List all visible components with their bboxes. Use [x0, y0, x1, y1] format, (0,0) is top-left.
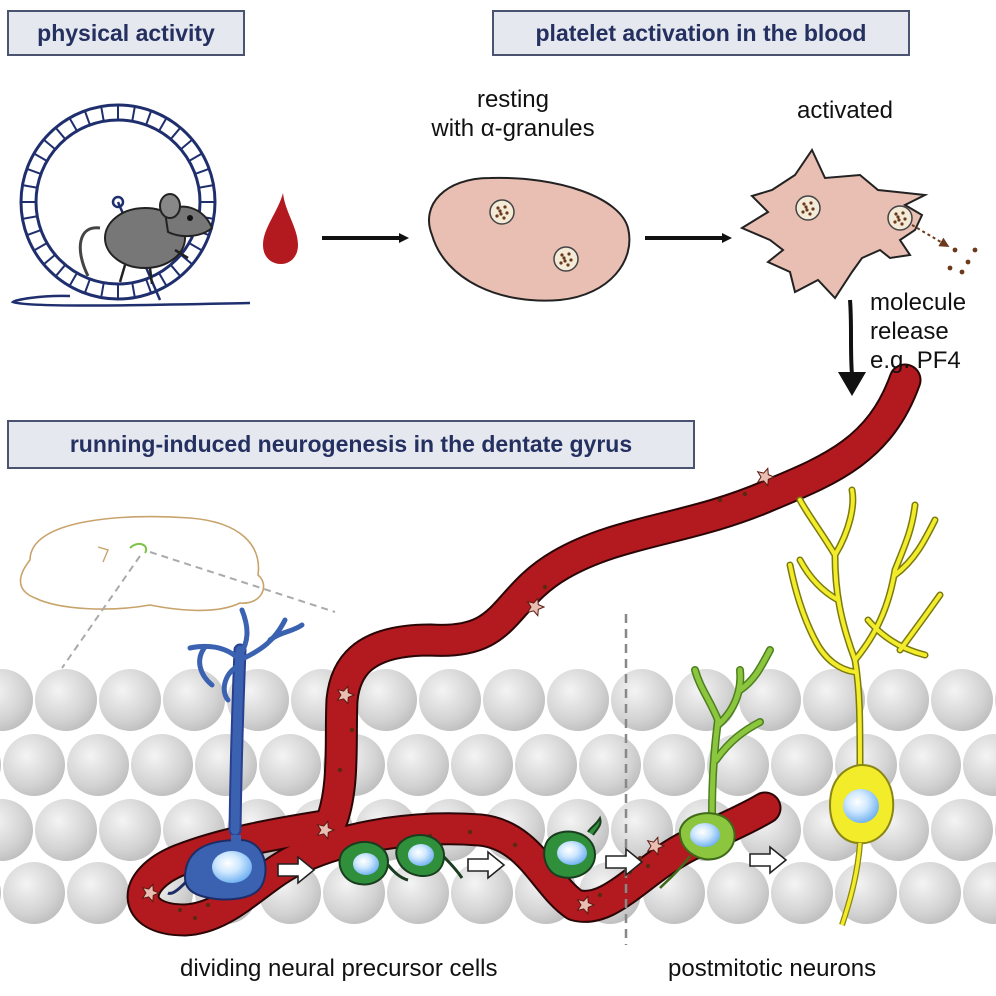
running-wheel-icon: [10, 103, 251, 307]
resting-platelet-icon: [428, 176, 631, 302]
molecule-release-label: molecule release e.g. PF4: [870, 289, 966, 375]
platelet-activation-header: platelet activation in the blood: [492, 10, 910, 56]
stage-arrow: [277, 855, 316, 885]
granule-cell: [3, 734, 65, 796]
granule-cell: [131, 734, 193, 796]
granule-cell: [419, 669, 481, 731]
granule-cell: [931, 799, 993, 861]
release-line3: e.g. PF4: [870, 346, 961, 374]
platelet-activation-header-text: platelet activation in the blood: [535, 19, 867, 46]
granule-cell: [899, 862, 961, 924]
granule-cell: [67, 734, 129, 796]
blood-drop-icon: [263, 193, 298, 264]
activated-platelet-icon: [739, 147, 978, 300]
granule-cell: [451, 862, 513, 924]
precursor-cell-icon: [338, 815, 602, 886]
resting-platelet-label: resting with α-granules: [408, 86, 618, 144]
granule-cell: [547, 669, 609, 731]
granule-cell: [0, 669, 33, 731]
granule-cell: [963, 862, 996, 924]
granule-cell: [867, 669, 929, 731]
stage-arrow: [467, 850, 506, 880]
activated-platelet-label: activated: [796, 97, 894, 124]
granule-cell: [355, 669, 417, 731]
neurogenesis-header: running-induced neurogenesis in the dent…: [7, 420, 695, 469]
granule-cell: [99, 669, 161, 731]
granule-cell: [835, 862, 897, 924]
granule-cell: [611, 669, 673, 731]
granule-cell: [67, 862, 129, 924]
physical-activity-header-text: physical activity: [37, 19, 215, 46]
resting-label-line2: with α-granules: [431, 114, 595, 142]
granule-cell: [0, 799, 33, 861]
neurogenesis-header-text: running-induced neurogenesis in the dent…: [69, 431, 633, 457]
dividing-precursor-label: dividing neural precursor cells: [180, 955, 498, 982]
postmitotic-neurons-label: postmitotic neurons: [668, 955, 877, 982]
granule-cell: [99, 799, 161, 861]
brain-outline-icon: [19, 515, 336, 669]
granule-cell: [195, 734, 257, 796]
granule-cell: [451, 734, 513, 796]
granule-cell: [0, 757, 1, 773]
granule-cell: [3, 862, 65, 924]
granule-cell: [707, 862, 769, 924]
mouse-icon: [78, 193, 214, 285]
mature-neuron-icon: [786, 486, 944, 926]
stage-arrow: [749, 845, 788, 875]
granule-cell: [579, 734, 641, 796]
granule-cell: [483, 669, 545, 731]
granule-cell: [35, 799, 97, 861]
release-arrow: [848, 299, 854, 376]
granule-cell: [35, 669, 97, 731]
granule-cell: [739, 669, 801, 731]
granule-cell: [963, 734, 996, 796]
radial-glia-cell-icon: [167, 607, 305, 901]
granule-cell: [771, 734, 833, 796]
physical-activity-header: physical activity: [7, 10, 245, 56]
granule-cell: [803, 669, 865, 731]
granule-cell: [899, 734, 961, 796]
granule-cell: [643, 734, 705, 796]
granule-cell: [931, 669, 993, 731]
immature-neuron-icon: [659, 646, 774, 889]
granule-cell: [771, 862, 833, 924]
release-line1: molecule: [870, 289, 967, 316]
granule-cell: [163, 669, 225, 731]
granule-cell: [259, 734, 321, 796]
stage-arrow: [605, 847, 644, 877]
granule-cell: [387, 734, 449, 796]
granule-cell: [515, 734, 577, 796]
resting-label-line1: resting: [476, 86, 550, 113]
release-line2: release: [870, 317, 949, 345]
granule-cell: [0, 885, 1, 901]
